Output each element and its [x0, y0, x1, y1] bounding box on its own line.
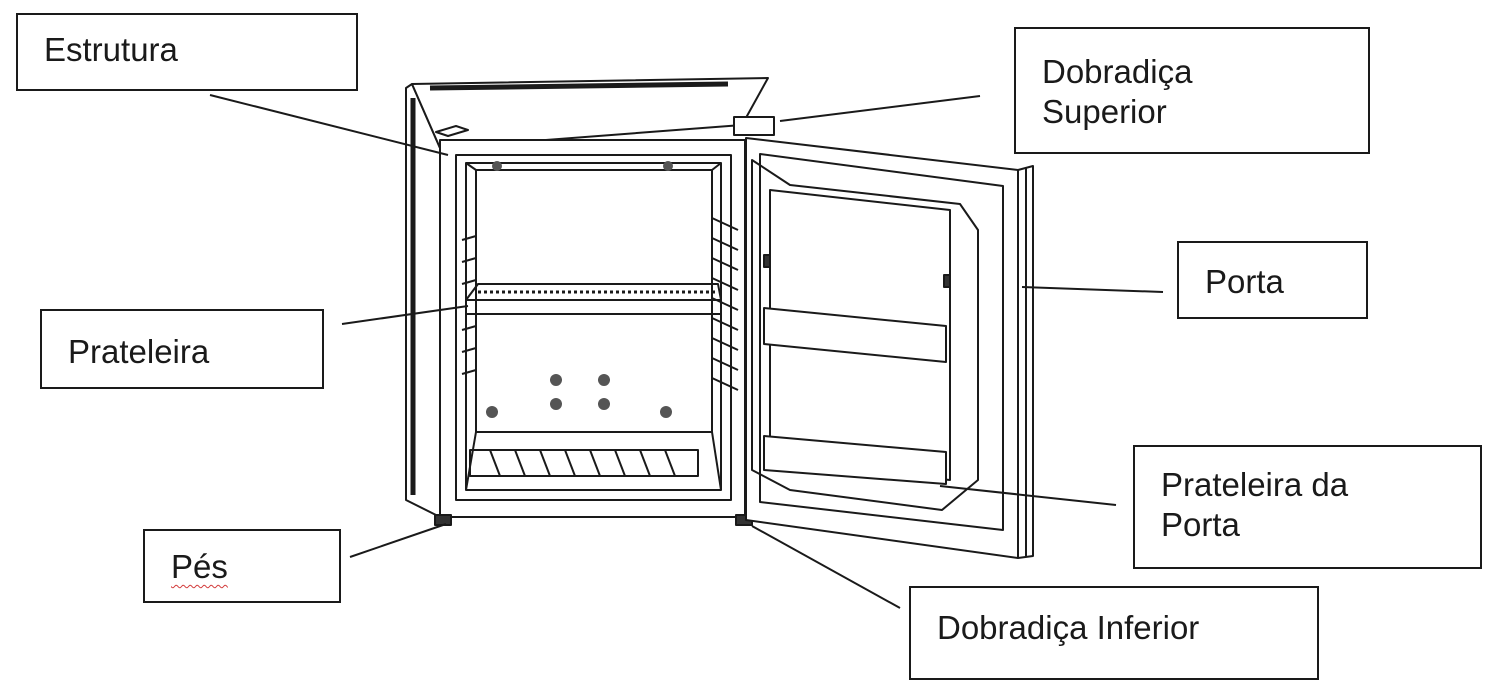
- leader-dobradica-inferior: [751, 525, 901, 609]
- fridge-door: [745, 137, 1034, 559]
- label-prateleira: Prateleira: [40, 309, 324, 389]
- label-pes-text: Pés: [171, 548, 228, 585]
- label-dobradica-superior: Dobradiça Superior: [1014, 27, 1370, 154]
- label-estrutura: Estrutura: [16, 13, 358, 91]
- top-hinge: [435, 116, 775, 137]
- leader-prateleira: [341, 305, 469, 325]
- label-dobradica-inferior-text: Dobradiça Inferior: [937, 609, 1200, 646]
- label-estrutura-text: Estrutura: [44, 31, 178, 68]
- label-prateleira-text: Prateleira: [68, 333, 210, 370]
- shelf-rails: [461, 217, 739, 391]
- leader-prateleira-da-porta: [939, 485, 1117, 506]
- label-porta: Porta: [1177, 241, 1368, 319]
- leader-dobradica-superior: [779, 95, 981, 122]
- label-prateleira-da-porta-line2: Porta: [1161, 506, 1240, 543]
- leader-estrutura: [209, 94, 449, 156]
- label-prateleira-da-porta: Prateleira da Porta: [1133, 445, 1482, 569]
- label-prateleira-da-porta-line1: Prateleira da: [1161, 466, 1349, 503]
- fridge-cabinet: [405, 77, 769, 518]
- label-dobradica-inferior: Dobradiça Inferior: [909, 586, 1319, 680]
- back-wall-dots: [486, 161, 673, 418]
- leader-pes: [349, 523, 447, 558]
- label-dobradica-superior-line1: Dobradiça: [1042, 53, 1193, 90]
- cabinet-shelf: [465, 283, 722, 315]
- label-dobradica-superior-line2: Superior: [1042, 93, 1167, 130]
- leader-porta: [1021, 286, 1164, 293]
- label-porta-text: Porta: [1205, 263, 1284, 300]
- leader-lines: [209, 94, 1164, 609]
- label-pes: Pés: [143, 529, 341, 603]
- bottom-grille: [469, 449, 699, 477]
